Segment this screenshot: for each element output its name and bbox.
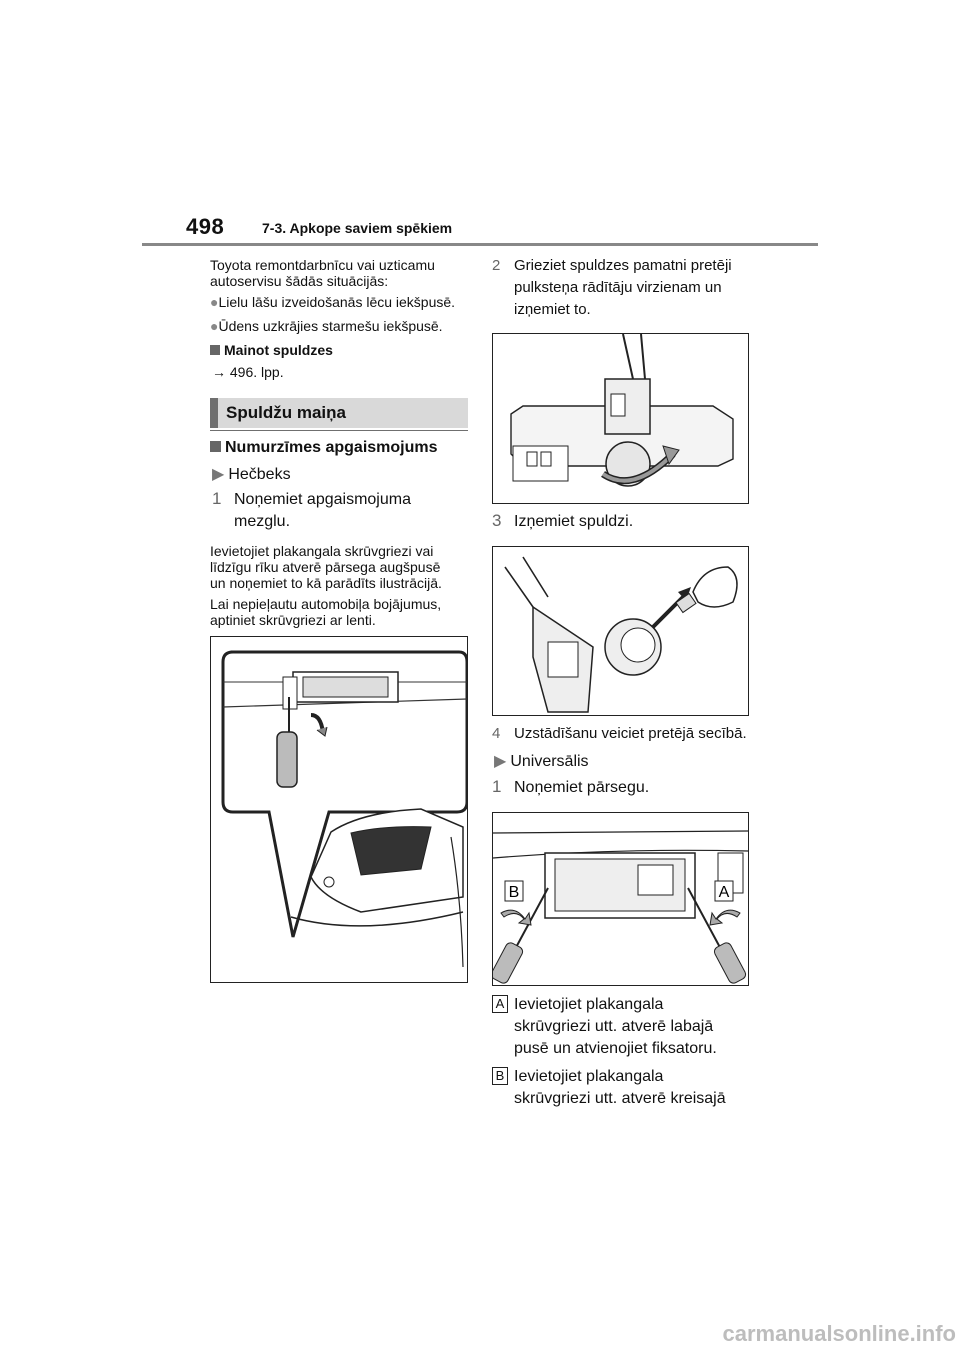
mainot-heading: Mainot spuldzes — [210, 342, 333, 358]
header-rule — [142, 243, 818, 246]
cover-removal-svg: B A — [493, 830, 748, 984]
triangle-bullet-icon: ▶ — [212, 466, 225, 483]
bullet-item: ●Ūdens uzkrājies starmešu iekšpusē. — [210, 318, 443, 334]
step-text: Grieziet spuldzes pamatni pretēji — [514, 257, 732, 274]
step-number: 1 — [492, 777, 502, 796]
bulb-base-rotation-illustration — [492, 333, 749, 504]
variant-text: Universālis — [510, 753, 589, 770]
hatchback-removal-illustration — [210, 636, 468, 983]
watermark: carmanualsonline.info — [720, 1303, 960, 1358]
note-a-line: pusē un atvienojiet fiksatoru. — [514, 1040, 717, 1057]
note-a-line: skrūvgriezi utt. atverē labajā — [514, 1018, 714, 1035]
variant-text: Hečbeks — [228, 466, 291, 483]
section-title: 7-3. Apkope saviem spēkiem — [262, 220, 453, 236]
step-text: Uzstādīšanu veiciet pretējā secībā. — [514, 725, 747, 742]
step-number: 4 — [492, 725, 501, 742]
bullet-icon: ● — [210, 294, 219, 310]
step-text: Izņemiet spuldzi. — [514, 513, 634, 530]
intro-line: autoservisu šādās situācijās: — [210, 273, 389, 289]
variant-label: ▶Universālis — [494, 751, 589, 773]
step-1-universal: 1 Noņemiet pārsegu. — [492, 776, 649, 799]
step-4: 4 Uzstādīšanu veiciet pretējā secībā. — [492, 724, 747, 744]
section-heading: Spuldžu maiņa — [226, 403, 346, 422]
note-a-line: Ievietojiet plakangala — [514, 996, 664, 1013]
step-text: Noņemiet pārsegu. — [514, 779, 650, 796]
page-number: 498 — [186, 214, 225, 239]
note-b: B Ievietojiet plakangala skrūvgriezi utt.… — [492, 1066, 726, 1110]
paragraph-line: Lai nepieļautu automobiļa bojājumus, — [210, 596, 442, 612]
section-heading-rule — [210, 430, 468, 431]
caution-paragraph: Lai nepieļautu automobiļa bojājumus, apt… — [210, 596, 441, 628]
cover-removal-illustration: B A — [492, 812, 749, 986]
note-b-line: Ievietojiet plakangala — [514, 1068, 664, 1085]
paragraph-line: līdzīgu rīku atverē pārsega augšpusē — [210, 559, 441, 575]
intro-text: Toyota remontdarbnīcu vai uzticamu autos… — [210, 257, 435, 289]
instruction-paragraph: Ievietojiet plakangala skrūvgriezi vai l… — [210, 543, 442, 591]
paragraph-line: un noņemiet to kā parādīts ilustrācijā. — [210, 575, 442, 591]
step-3: 3 Izņemiet spuldzi. — [492, 510, 633, 533]
variant-label: ▶Hečbeks — [212, 464, 291, 486]
step-number: 2 — [492, 257, 501, 274]
step-text: pulksteņa rādītāju virzienam un — [514, 279, 722, 296]
triangle-bullet-icon: ▶ — [494, 753, 507, 770]
step-number: 1 — [212, 489, 222, 508]
hatchback-illustration-svg — [221, 650, 467, 968]
intro-line: Toyota remontdarbnīcu vai uzticamu — [210, 257, 435, 273]
section-heading-box: Spuldžu maiņa — [210, 398, 468, 428]
bulb-base-svg — [510, 334, 734, 487]
bullet-text: Lielu lāšu izveidošanās lēcu iekšpusē. — [218, 294, 456, 310]
square-bullet-icon — [210, 345, 220, 355]
paragraph-line: Ievietojiet plakangala skrūvgriezi vai — [210, 543, 434, 559]
step-number: 3 — [492, 511, 502, 530]
sub-heading-text: Numurzīmes apgaismojums — [225, 439, 438, 456]
page-reference[interactable]: → 496. lpp. — [212, 364, 284, 380]
note-b-label: B — [492, 1067, 508, 1085]
paragraph-line: aptiniet skrūvgriezi ar lenti. — [210, 612, 376, 628]
step-1: 1 Noņemiet apgaismojuma mezglu. — [212, 488, 411, 533]
step-text: Noņemiet apgaismojuma — [234, 491, 411, 508]
figure-label-a: A — [719, 884, 730, 901]
figure-label-b: B — [509, 884, 520, 901]
mainot-heading-text: Mainot spuldzes — [224, 342, 333, 358]
step-2: 2 Grieziet spuldzes pamatni pretēji pulks… — [492, 255, 732, 321]
step-text: mezglu. — [234, 513, 291, 530]
square-bullet-icon — [210, 441, 221, 452]
note-a-label: A — [492, 995, 508, 1013]
watermark-text: carmanualsonline.info — [723, 1321, 957, 1346]
watermark-svg: carmanualsonline.info — [723, 1321, 957, 1346]
step-text: izņemiet to. — [514, 301, 591, 318]
bullet-text: Ūdens uzkrājies starmešu iekšpusē. — [218, 318, 443, 334]
bullet-item: ●Lielu lāšu izveidošanās lēcu iekšpusē. — [210, 294, 455, 310]
bullet-icon: ● — [210, 318, 219, 334]
note-a: A Ievietojiet plakangala skrūvgriezi utt.… — [492, 994, 717, 1060]
sub-heading: Numurzīmes apgaismojums — [210, 439, 438, 457]
note-b-line: skrūvgriezi utt. atverē kreisajā — [514, 1090, 726, 1107]
bulb-removal-svg — [504, 556, 738, 713]
bulb-removal-illustration — [492, 546, 749, 716]
